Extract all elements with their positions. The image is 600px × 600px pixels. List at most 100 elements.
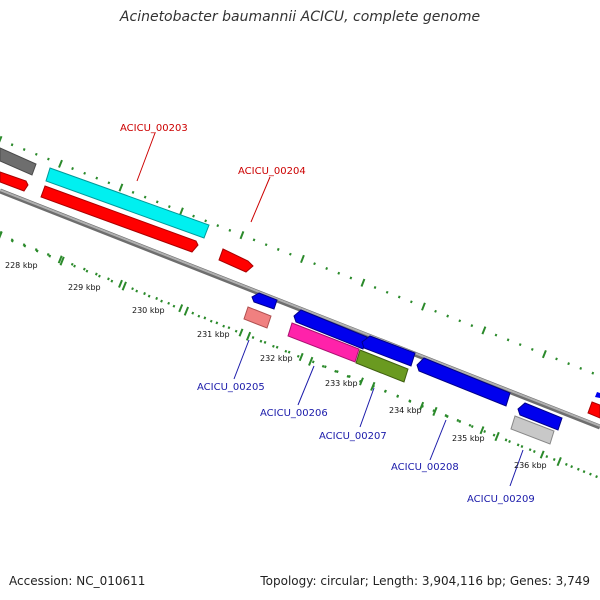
minor-tick [197, 314, 201, 318]
minor-tick [334, 369, 337, 373]
gene-label-ACICU_00203[interactable]: ACICU_00203 [120, 123, 188, 134]
minor-tick [567, 362, 570, 366]
minor-tick [385, 290, 389, 294]
gene-label-ACICU_00207[interactable]: ACICU_00207 [319, 431, 387, 442]
minor-tick [234, 329, 238, 333]
gene-segment-navy-right[interactable] [595, 392, 600, 398]
minor-tick [98, 274, 101, 278]
minor-tick [532, 450, 536, 453]
minor-tick [94, 272, 98, 276]
minor-tick [203, 316, 207, 320]
minor-tick [483, 430, 487, 433]
gene-ACICU_00204[interactable] [218, 248, 254, 273]
major-tick [183, 306, 190, 316]
minor-tick [409, 300, 413, 304]
gene-ACICU_00203[interactable] [45, 167, 210, 239]
minor-tick [272, 344, 275, 348]
minor-tick [579, 366, 583, 370]
minor-tick [83, 171, 87, 175]
minor-tick [276, 247, 280, 251]
major-tick [370, 381, 376, 391]
minor-tick [506, 338, 510, 342]
gene-ACICU_00209[interactable] [510, 415, 555, 445]
gene-ACICU_00205-small[interactable] [251, 292, 278, 310]
gene-label-ACICU_00209[interactable]: ACICU_00209 [467, 494, 535, 505]
minor-tick [34, 248, 38, 252]
major-tick [308, 356, 314, 366]
gene-ACICU_00206[interactable] [287, 322, 360, 363]
gene-segment-red-left[interactable] [0, 171, 29, 192]
major-tick [58, 159, 63, 168]
scale-label: 234 kbp [389, 406, 422, 415]
minor-tick [155, 296, 159, 300]
scale-label: 235 kbp [452, 434, 485, 443]
minor-tick [504, 438, 508, 442]
minor-tick [595, 475, 598, 479]
minor-tick [264, 243, 268, 247]
minor-tick [23, 244, 27, 248]
minor-tick [434, 309, 437, 313]
gene-labels: ACICU_00203 ACICU_00204 ACICU_00205 ACIC… [120, 123, 535, 505]
minor-tick [167, 301, 171, 305]
gene-tracks [0, 147, 600, 445]
gene-segment-grey[interactable] [0, 147, 37, 176]
minor-tick [107, 277, 110, 281]
major-tick [239, 231, 245, 240]
major-tick [432, 406, 438, 416]
gene-label-ACICU_00206[interactable]: ACICU_00206 [260, 408, 328, 419]
minor-tick [570, 465, 574, 469]
minor-tick [107, 181, 111, 185]
minor-tick [591, 371, 595, 375]
outer-tick-row [0, 135, 595, 375]
minor-tick [70, 262, 74, 266]
minor-tick [492, 433, 496, 437]
gene-segment-red-right[interactable] [587, 401, 600, 419]
minor-tick [131, 287, 134, 291]
major-tick [118, 183, 124, 192]
minor-tick [284, 349, 288, 353]
major-tick [59, 256, 65, 266]
minor-tick [313, 262, 316, 266]
minor-tick [518, 343, 522, 347]
gene-ACICU_00208[interactable] [416, 357, 511, 407]
minor-tick [396, 394, 400, 398]
minor-tick [147, 294, 151, 298]
scale-label: 232 kbp [260, 354, 293, 363]
minor-tick [589, 472, 592, 476]
minor-tick [458, 319, 462, 323]
gene-label-ACICU_00205[interactable]: ACICU_00205 [197, 382, 265, 393]
minor-tick [383, 389, 387, 393]
gene-blue-1[interactable] [293, 309, 368, 350]
minor-tick [337, 271, 341, 275]
minor-tick [530, 347, 534, 351]
major-tick [179, 207, 184, 216]
scale-label: 233 kbp [325, 379, 358, 388]
scale-label: 229 kbp [68, 283, 101, 292]
gene-label-ACICU_00204[interactable]: ACICU_00204 [238, 166, 306, 177]
gene-blue-4[interactable] [517, 402, 563, 431]
minor-tick [582, 470, 586, 474]
minor-tick [204, 219, 208, 223]
gene-ACICU_00205[interactable] [243, 306, 272, 329]
minor-tick [216, 224, 220, 228]
minor-tick [458, 419, 462, 423]
minor-tick [311, 360, 315, 364]
gene-segment-red-long[interactable] [40, 185, 199, 253]
gene-ACICU_00207[interactable] [355, 349, 409, 383]
minor-tick [348, 375, 351, 378]
minor-tick [520, 445, 524, 448]
minor-tick [167, 205, 171, 209]
minor-tick [110, 279, 114, 283]
gene-blue-2[interactable] [361, 335, 416, 367]
minor-tick [263, 340, 267, 344]
minor-tick [528, 448, 532, 452]
minor-tick [172, 304, 176, 308]
minor-tick [321, 364, 325, 368]
minor-tick [34, 152, 38, 156]
gene-label-ACICU_00208[interactable]: ACICU_00208 [391, 462, 459, 473]
minor-tick [576, 467, 580, 471]
minor-tick [421, 404, 424, 408]
minor-tick [445, 414, 449, 418]
minor-tick [73, 264, 76, 268]
